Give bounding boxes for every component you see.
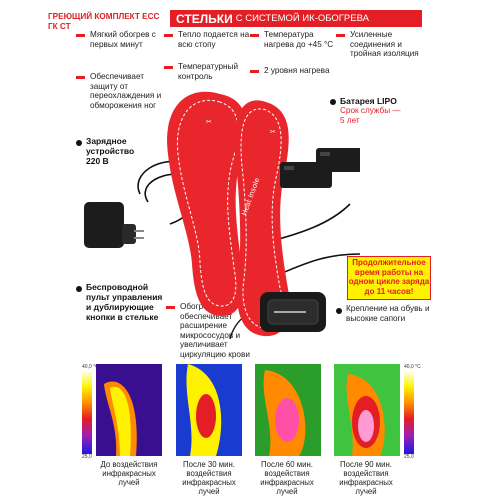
temperature-scale-left (82, 370, 92, 454)
remote-label: Беспроводной пульт управления и дублирую… (86, 282, 163, 322)
thermal-image-90min (334, 364, 400, 456)
kit-title: ГРЕЮЩИЙ КОМПЛЕКТ ECC ГК СТ (48, 12, 160, 31)
scale-top-label: 40,0 °C (82, 364, 99, 370)
insole-right-icon (234, 100, 290, 337)
mount-label: Крепление на обувь и высокие сапоги (346, 304, 430, 323)
battery-life: Срок службы — 5 лет (340, 106, 401, 125)
feature-text: Температура нагрева до +45 °С (264, 30, 334, 49)
feature-text: Обеспечивает защиту от переохлаждения и … (90, 72, 162, 110)
foot-thermal-icon (334, 364, 400, 456)
insole-stitch-icon (176, 99, 239, 307)
charger-icon (84, 202, 124, 248)
feature-text: 2 уровня нагрева (264, 66, 330, 75)
feature-insulation: Усиленные соединения и тройная изоляция (336, 30, 424, 59)
label-bullet (336, 308, 342, 314)
feature-text: Усиленные соединения и тройная изоляция (350, 30, 419, 58)
heating-effect: Обогрев обеспечивает расширение микросос… (166, 302, 256, 359)
feature-two-levels: 2 уровня нагрева (250, 66, 336, 76)
charger-label: Зарядное устройство 220 В (86, 136, 135, 166)
runtime-callout: Продолжительное время работы на одном ци… (347, 256, 431, 300)
caption-30min: После 30 мин. воздействия инфракрасных л… (182, 460, 236, 496)
battery-icon (280, 162, 332, 188)
feature-marker (336, 34, 345, 37)
label-bullet (76, 286, 82, 292)
feature-text: Тепло подается на всю стопу (178, 30, 250, 49)
caption-before: До воздействия инфракрасных лучей (100, 460, 158, 487)
scale-bottom-label: 25,0 (82, 454, 92, 460)
thermal-image-30min (176, 364, 242, 456)
product-banner: СТЕЛЬКИ С СИСТЕМОЙ ИК-ОБОГРЕВА (170, 10, 422, 27)
caption-90min: После 90 мин. воздействия инфракрасных л… (339, 460, 393, 496)
feature-marker (250, 70, 259, 73)
caption-60min: После 60 мин. воздействия инфракрасных л… (260, 460, 314, 496)
insole-stitch-icon (240, 108, 283, 329)
scissors-icon: ✂ (206, 118, 212, 126)
feature-text: Обогрев обеспечивает расширение микросос… (180, 302, 250, 359)
banner-main: СТЕЛЬКИ (176, 11, 233, 26)
label-bullet (330, 99, 336, 105)
thermal-image-before (96, 364, 162, 456)
feature-marker (164, 66, 173, 69)
banner-sub: С СИСТЕМОЙ ИК-ОБОГРЕВА (235, 13, 369, 24)
scale-bottom-label-right: 25,0 (404, 454, 414, 460)
feature-marker (76, 34, 85, 37)
feature-text: Температурный контроль (178, 62, 239, 81)
label-bullet (76, 140, 82, 146)
battery-title: Батарея LIPO (340, 96, 397, 106)
feature-marker (76, 76, 85, 79)
feature-marker (250, 34, 259, 37)
feature-text: Мягкий обогрев с первых минут (90, 30, 156, 49)
feature-whole-foot: Тепло подается на всю стопу (164, 30, 252, 49)
feature-temp-control: Температурный контроль (164, 62, 250, 81)
feature-marker (166, 306, 175, 309)
thermal-image-60min (255, 364, 321, 456)
insole-left-icon (167, 91, 247, 316)
temperature-scale-right (404, 370, 414, 454)
feature-soft-heating: Мягкий обогрев с первых минут (76, 30, 166, 49)
foot-thermal-icon (96, 364, 162, 456)
feature-protection: Обеспечивает защиту от переохлаждения и … (76, 72, 168, 110)
product-illustration: ✂ ✂ Heat Insole (84, 91, 360, 340)
feature-marker (164, 34, 173, 37)
foot-thermal-icon (176, 364, 242, 456)
scale-top-label-right: 40,0 °C (404, 364, 421, 370)
charger-plug-icon (122, 224, 136, 244)
foot-thermal-icon (255, 364, 321, 456)
feature-temperature: Температура нагрева до +45 °С (250, 30, 336, 49)
scissors-icon: ✂ (270, 128, 276, 136)
